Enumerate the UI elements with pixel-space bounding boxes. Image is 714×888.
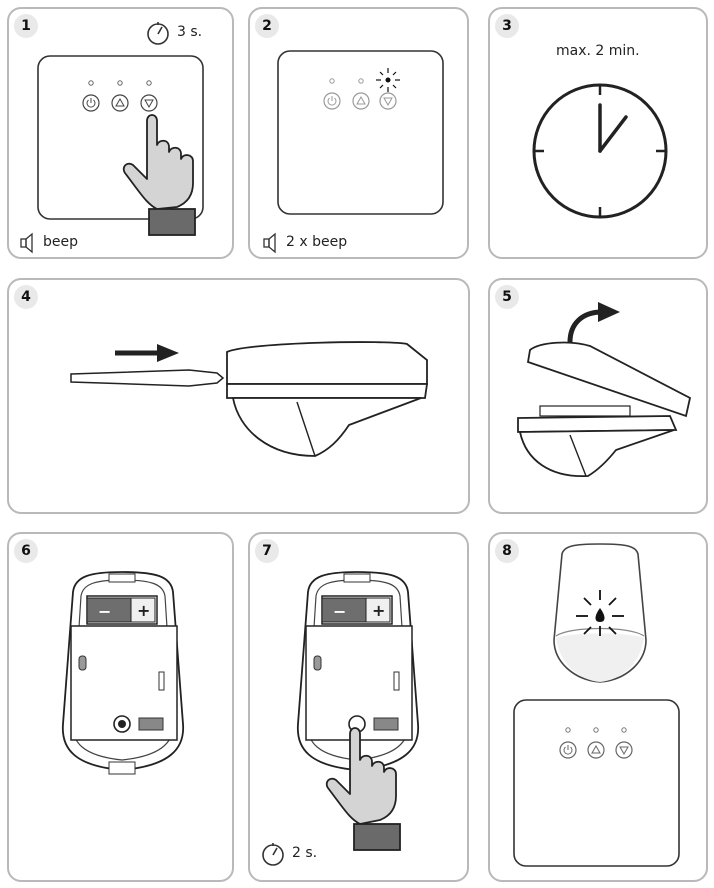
step-7-panel: 7 − + 2 s. [248, 532, 469, 882]
stopwatch-icon [262, 843, 284, 866]
step-4-number: 4 [14, 285, 38, 309]
hand-pointer-icon [122, 114, 196, 236]
sensor-open-view [517, 341, 692, 477]
step-8-number: 8 [495, 539, 519, 563]
power-icon [323, 92, 341, 110]
step-3-panel: 3 max. 2 min. [488, 7, 708, 259]
step-1-number: 1 [14, 14, 38, 38]
step-7-battery-minus: − [333, 602, 347, 621]
down-arrow-icon [140, 94, 158, 112]
step-2-panel: 2 2 x bee [248, 7, 469, 259]
stopwatch-icon [147, 22, 169, 45]
down-arrow-icon [615, 741, 633, 759]
sensor-inside-view [296, 571, 419, 851]
sensor-front-view [553, 543, 647, 683]
speaker-icon [20, 232, 33, 254]
up-arrow-icon [587, 741, 605, 759]
step-7-timer-label: 2 s. [292, 845, 318, 861]
step-3-number: 3 [495, 14, 519, 38]
step-1-sound-label: beep [43, 234, 78, 250]
step-2-number: 2 [255, 14, 279, 38]
step-5-panel: 5 [488, 278, 708, 514]
step-5-number: 5 [495, 285, 519, 309]
arrow-icon [567, 302, 620, 343]
step-8-device [513, 699, 680, 867]
step-6-number: 6 [14, 539, 38, 563]
down-arrow-icon [379, 92, 397, 110]
step-7-number: 7 [255, 539, 279, 563]
sensor-inside-view [61, 571, 184, 775]
step-1-panel: 1 3 s. beep [7, 7, 234, 259]
led-flash-icon [576, 590, 624, 636]
speaker-icon [263, 232, 276, 254]
step-6-battery-plus: + [137, 601, 151, 620]
clock-icon [532, 83, 668, 219]
hand-pointer-icon [325, 727, 401, 851]
power-icon [82, 94, 100, 112]
step-2-device [277, 50, 444, 215]
power-icon [559, 741, 577, 759]
step-3-caption: max. 2 min. [556, 43, 640, 59]
step-8-panel: 8 [488, 532, 708, 882]
arrow-icon [115, 344, 179, 362]
step-6-battery-minus: − [98, 602, 112, 621]
up-arrow-icon [111, 94, 129, 112]
step-1-device [37, 55, 204, 236]
step-7-battery-plus: + [372, 601, 386, 620]
step-1-timer-label: 3 s. [177, 24, 203, 40]
step-4-panel: 4 [7, 278, 470, 514]
screwdriver-icon [70, 369, 225, 387]
led-flash-icon [376, 68, 400, 92]
up-arrow-icon [352, 92, 370, 110]
step-6-panel: 6 − + [7, 532, 234, 882]
step-2-sound-label: 2 x beep [286, 234, 348, 250]
sensor-side-view [226, 341, 429, 457]
